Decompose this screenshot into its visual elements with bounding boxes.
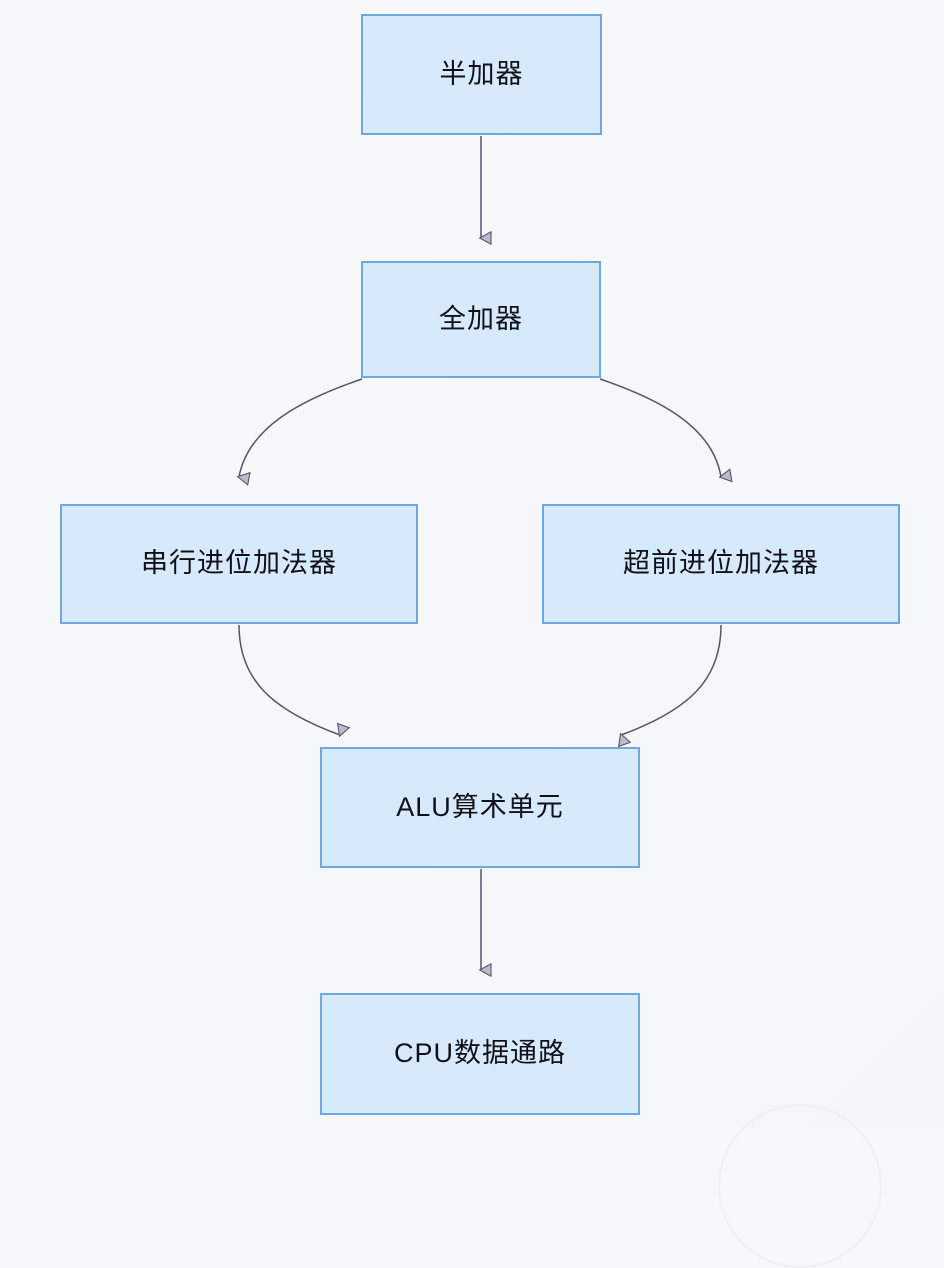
edge-ripple-carry-adder-to-alu <box>238 624 340 735</box>
node-label-half-adder: 半加器 <box>439 58 524 89</box>
watermark-arc <box>718 1104 882 1268</box>
node-label-full-adder: 全加器 <box>439 303 523 334</box>
node-ripple-carry-adder[interactable]: 串行进位加法器 <box>60 504 418 624</box>
edge-full-adder-to-ripple-carry-adder <box>239 378 363 477</box>
node-full-adder[interactable]: 全加器 <box>361 261 601 378</box>
node-carry-lookahead-adder[interactable]: 超前进位加法器 <box>542 504 900 624</box>
node-label-carry-lookahead-adder: 超前进位加法器 <box>623 548 819 579</box>
node-label-alu: ALU算术单元 <box>396 791 564 822</box>
edge-full-adder-to-carry-lookahead-adder <box>599 378 721 477</box>
node-label-ripple-carry-adder: 串行进位加法器 <box>141 548 337 579</box>
node-alu[interactable]: ALU算术单元 <box>320 747 640 868</box>
edge-carry-lookahead-adder-to-alu <box>621 624 722 735</box>
node-half-adder[interactable]: 半加器 <box>361 14 602 135</box>
node-label-cpu-datapath: CPU数据通路 <box>393 1038 566 1069</box>
node-cpu-datapath[interactable]: CPU数据通路 <box>320 993 640 1115</box>
